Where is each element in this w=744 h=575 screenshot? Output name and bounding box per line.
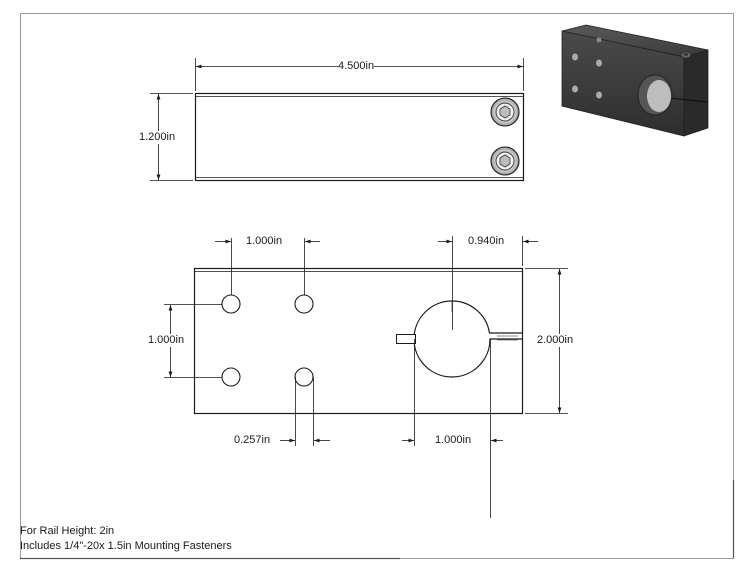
isometric-view — [561, 24, 709, 137]
socket-screw-head — [490, 97, 520, 127]
top-view-outline — [194, 92, 525, 182]
note-rail-height: For Rail Height: 2in — [20, 525, 115, 537]
mounting-hole — [221, 367, 241, 387]
mounting-hole — [294, 367, 314, 387]
mounting-hole — [221, 294, 241, 314]
top-view — [150, 58, 525, 182]
note-fasteners: Includes 1/4"-20x 1.5in Mounting Fastene… — [20, 540, 232, 552]
hole-spacing-horizontal-label: 1.000in — [246, 235, 283, 248]
mounting-hole — [294, 294, 314, 314]
socket-screw-head — [490, 146, 520, 176]
front-view-outline — [193, 267, 524, 415]
hole-diameter-label: 0.257in — [234, 434, 271, 447]
rail-bore — [413, 300, 522, 378]
front-view — [164, 236, 568, 518]
bore-diameter-label: 1.000in — [435, 434, 472, 447]
front-view-height-label: 2.000in — [537, 334, 574, 347]
bore-offset-label: 0.940in — [468, 235, 505, 248]
hole-spacing-vertical-label: 1.000in — [148, 334, 185, 347]
keyway-slot — [396, 334, 416, 344]
top-view-height-label: 1.200in — [139, 131, 176, 144]
top-view-width-label: 4.500in — [338, 60, 375, 73]
